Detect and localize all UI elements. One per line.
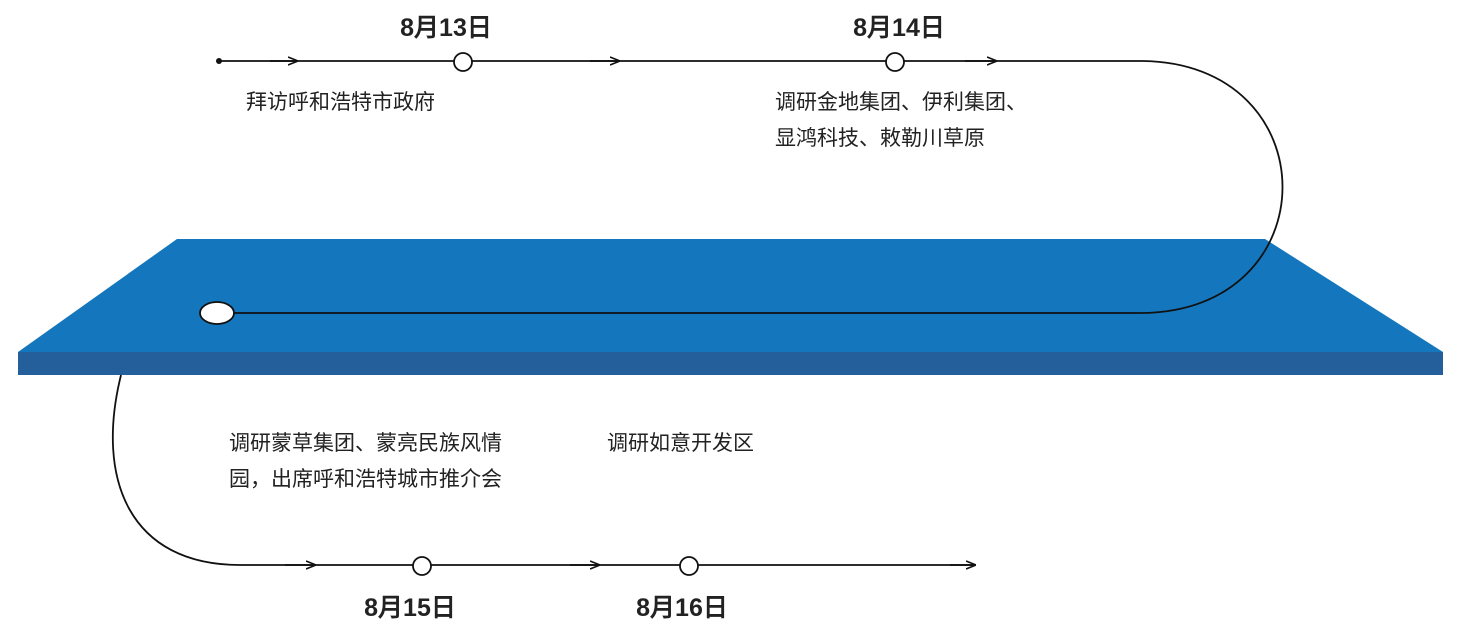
date-label-aug13: 8月13日 — [400, 14, 492, 42]
curve-connector-right — [225, 60, 1284, 314]
event-description-line: 拜访呼和浩特市政府 — [246, 90, 435, 114]
milestone-node-aug16 — [679, 556, 699, 576]
event-description-aug13: 拜访呼和浩特市政府 — [246, 84, 435, 120]
event-description-line: 调研金地集团、伊利集团、 — [775, 90, 1027, 114]
milestone-node-aug14 — [885, 52, 905, 72]
milestone-node-aug13 — [453, 52, 473, 72]
date-label-aug14: 8月14日 — [853, 14, 945, 42]
curve-end-node — [199, 301, 235, 325]
event-description-aug16: 调研如意开发区 — [607, 425, 754, 461]
curve-connector-left — [111, 374, 241, 566]
date-label-aug16: 8月16日 — [636, 594, 728, 622]
event-description-line: 显鸿科技、敕勒川草原 — [775, 126, 985, 150]
platform-top — [18, 239, 1443, 352]
event-description-line: 调研蒙草集团、蒙亮民族风情 — [229, 431, 502, 455]
event-description-aug14: 调研金地集团、伊利集团、 显鸿科技、敕勒川草原 — [775, 84, 1027, 156]
date-label-aug15: 8月15日 — [364, 594, 456, 622]
milestone-node-aug15 — [412, 556, 432, 576]
event-description-line: 园，出席呼和浩特城市推介会 — [229, 467, 502, 491]
platform-side — [18, 352, 1443, 375]
event-description-aug15: 调研蒙草集团、蒙亮民族风情 园，出席呼和浩特城市推介会 — [229, 425, 502, 497]
event-description-line: 调研如意开发区 — [607, 431, 754, 455]
